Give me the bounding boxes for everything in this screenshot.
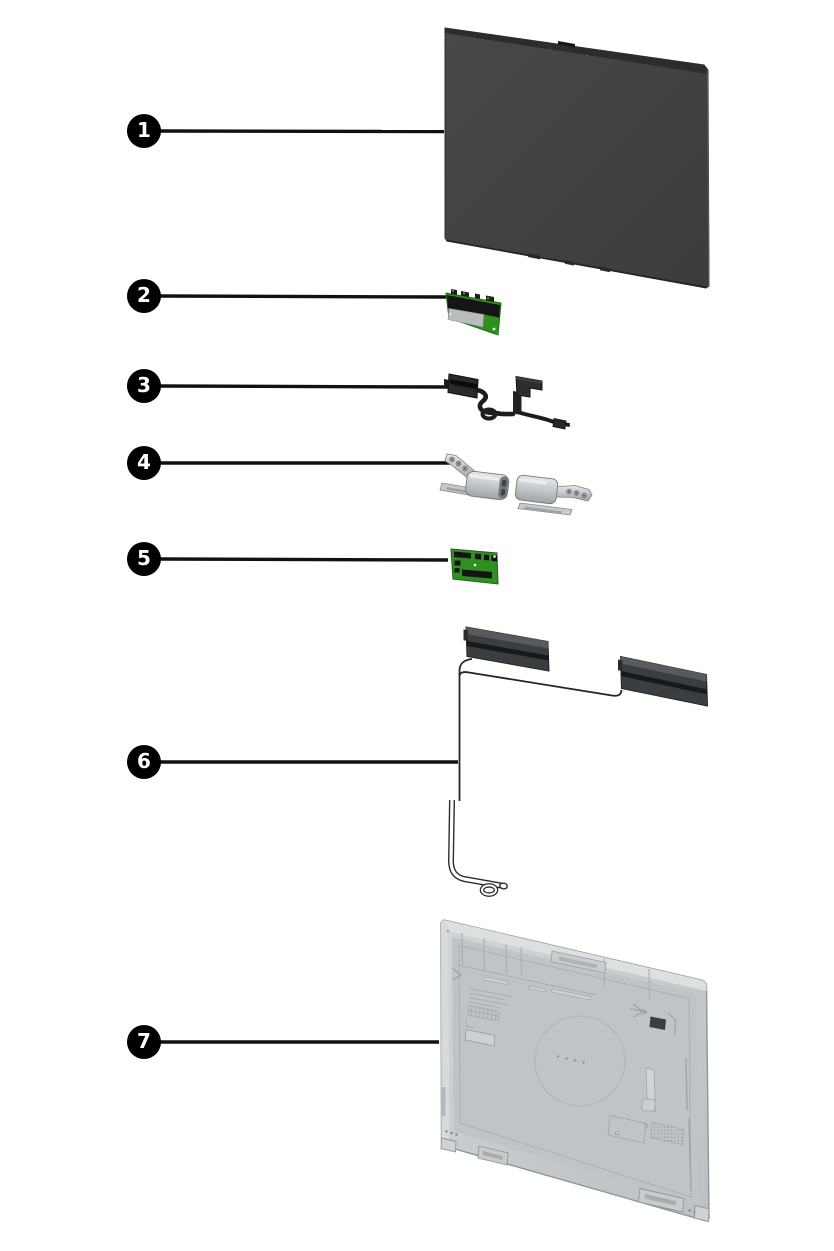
- antenna-cable-vertical: [458, 658, 473, 801]
- camera-module-board: [445, 289, 502, 336]
- antenna-cable-sleeve: [448, 799, 508, 897]
- leader-line-2: [159, 294, 447, 299]
- callout-1: 1: [127, 114, 161, 148]
- callout-3-number: 3: [137, 373, 151, 397]
- leader-lines: [159, 129, 458, 1044]
- antenna-cable-horizontal: [458, 671, 623, 697]
- callout-3: 3: [127, 369, 161, 403]
- callout-5-number: 5: [137, 546, 151, 570]
- display-panel: [444, 27, 710, 289]
- camera-component-band: [447, 295, 500, 319]
- leader-line-3: [159, 384, 450, 389]
- hinge-right-arm: [553, 485, 593, 502]
- display-cable-assembly: [444, 373, 570, 430]
- callout-6-number: 6: [137, 749, 151, 773]
- callout-2-number: 2: [137, 283, 151, 307]
- hinge-left: [439, 453, 510, 501]
- callout-5: 5: [127, 542, 161, 576]
- panel-top-bezel: [445, 28, 708, 74]
- camera-bump: [558, 41, 575, 48]
- wireless-antenna-kit: [448, 626, 709, 897]
- hinge-right: [514, 474, 593, 516]
- callout-4-number: 4: [137, 450, 151, 474]
- cable-end-plug: [552, 418, 567, 430]
- hinge-right-barrel: [514, 474, 559, 505]
- cover-inner-face: [452, 937, 699, 1206]
- cover-magnet-window: [649, 1016, 666, 1030]
- sensor-board-connector: [462, 569, 492, 579]
- hinge-kit: [439, 453, 593, 516]
- sensor-board: [450, 548, 499, 585]
- back-cover: [440, 919, 710, 1223]
- cable-loop: [480, 407, 498, 421]
- leader-line-1: [159, 129, 445, 134]
- cover-raised-plate: [464, 1028, 496, 1047]
- cover-label-etching: [467, 988, 513, 1022]
- callout-1-number: 1: [137, 118, 151, 142]
- cover-circle-mark: [534, 1015, 626, 1107]
- callout-6: 6: [127, 745, 161, 779]
- cover-mold-details: [441, 932, 692, 1191]
- callout-7-number: 7: [137, 1029, 151, 1053]
- leader-line-5: [159, 557, 449, 562]
- antenna-right: [618, 655, 709, 707]
- antenna-left: [463, 626, 550, 672]
- callout-2: 2: [127, 279, 161, 313]
- callout-7: 7: [127, 1025, 161, 1059]
- callout-4: 4: [127, 446, 161, 480]
